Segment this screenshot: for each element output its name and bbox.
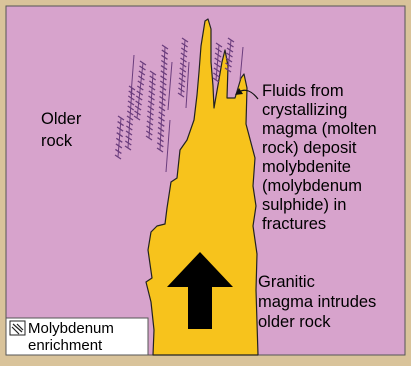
fluids-line: sulphide) in <box>262 196 346 214</box>
magma-line: older rock <box>258 313 331 331</box>
magma-line: Granitic <box>258 273 315 291</box>
fluids-line: magma (molten <box>262 120 377 138</box>
legend-line: enrichment <box>28 337 103 354</box>
legend-line: Molybdenum <box>28 320 114 337</box>
magma-line: magma intrudes <box>258 293 376 311</box>
fluids-line: rock) deposit <box>262 139 357 157</box>
older-line: Older <box>41 110 82 128</box>
fluids-line: fractures <box>262 215 326 233</box>
fluids-line: molybdenite <box>262 158 351 176</box>
older-line: rock <box>41 132 73 150</box>
fluids-line: Fluids from <box>262 82 344 100</box>
fluids-line: (molybdenum <box>262 177 362 195</box>
fluids-line: crystallizing <box>262 101 347 119</box>
